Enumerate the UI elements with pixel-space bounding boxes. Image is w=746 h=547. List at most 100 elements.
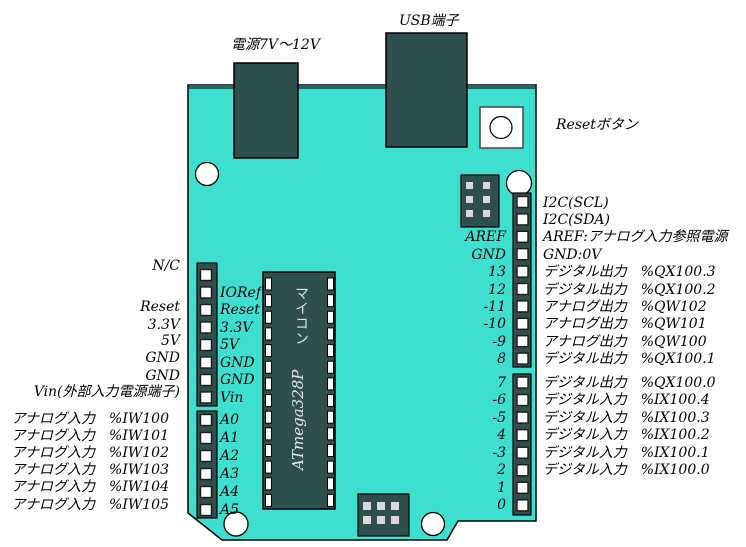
digital-lower-pin-label: -5 [492, 409, 506, 426]
digital-lower-pin-label: -3 [492, 444, 506, 461]
icsp-pad [483, 196, 490, 203]
digital-upper-description: GND:0V [543, 246, 602, 263]
power-pin-label: 5V [220, 337, 240, 353]
analog-header [196, 410, 218, 519]
mounting-hole [194, 161, 220, 187]
power-external-label: Vin(外部入力電源端子) [33, 384, 180, 400]
power-external-label: Reset [140, 298, 180, 315]
pin-square [516, 230, 529, 244]
digital-lower-description: デジタル入力 %IX100.2 [543, 427, 710, 444]
pin-square [516, 195, 529, 209]
analog-pin-label: A1 [220, 430, 240, 446]
chip-pin [327, 310, 334, 324]
chip-pin [265, 327, 272, 341]
digital-lower-header [512, 373, 532, 516]
pin-square [516, 411, 529, 424]
digital-lower-description: デジタル入力 %IX100.3 [543, 409, 710, 426]
pin-square [516, 464, 529, 477]
pin-square [199, 356, 213, 369]
pin-square [516, 335, 529, 348]
pin-square [199, 503, 213, 517]
chip-pin [327, 344, 334, 358]
digital-upper-header [512, 192, 532, 368]
chip-pin [265, 427, 272, 441]
chip-part-number: ATmega328P [289, 369, 307, 470]
digital-upper-description: デジタル出力 %QX100.3 [543, 264, 716, 281]
power-external-label: N/C [152, 257, 180, 274]
chip-pin [327, 477, 334, 491]
digital-upper-pin-label: AREF [465, 229, 506, 246]
mounting-hole [223, 511, 249, 537]
chip-label-vertical: マイコン [293, 286, 309, 346]
power-jack [233, 62, 299, 159]
power-pin-label: Vin [220, 389, 244, 406]
digital-upper-description: アナログ出力 %QW101 [543, 316, 707, 333]
icsp-pad [483, 182, 490, 189]
analog-external-label: アナログ入力 %IW104 [11, 479, 169, 496]
analog-external-label: アナログ入力 %IW103 [11, 462, 169, 479]
digital-upper-pin-label: 8 [497, 351, 506, 368]
analog-external-label: アナログ入力 %IW102 [11, 445, 169, 462]
chip-pin [327, 460, 334, 474]
pin-square [516, 213, 529, 226]
power-external-label: 3.3V [147, 316, 180, 333]
power-pin-label: 3.3V [220, 319, 253, 336]
power-pin-label: GND [220, 372, 255, 388]
icsp-pad [391, 502, 399, 510]
chip-pin [265, 360, 272, 374]
pin-square [516, 300, 529, 313]
pin-square [516, 499, 529, 512]
chip-pin [265, 460, 272, 474]
digital-upper-description: I2C(SDA) [543, 211, 610, 228]
analog-pin-label: A0 [220, 412, 240, 428]
pin-square [516, 446, 529, 459]
digital-lower-pin-label: 4 [497, 427, 506, 444]
digital-lower-description: デジタル入力 %IX100.0 [543, 462, 710, 479]
power-pin-label: IORef [220, 284, 262, 301]
usb-label: USB端子 [399, 13, 459, 29]
analog-pin-label: A5 [220, 502, 240, 518]
digital-lower-description: デジタル入力 %IX100.1 [543, 444, 710, 461]
pin-square [199, 373, 213, 387]
pin-square [516, 317, 529, 330]
pin-square [516, 393, 529, 407]
pin-square [516, 247, 529, 261]
pin-square [199, 467, 213, 481]
pin-square [516, 481, 529, 494]
pin-square [199, 391, 213, 404]
chip-pin [265, 344, 272, 358]
analog-pin-label: A2 [220, 448, 240, 464]
icsp-pad [466, 182, 473, 189]
icsp-pad [391, 516, 399, 524]
icsp-pad [466, 210, 473, 217]
microcontroller-chip [262, 271, 336, 510]
icsp-pad [363, 516, 371, 524]
chip-pin [327, 427, 334, 441]
icsp-pad [483, 210, 490, 217]
mounting-hole [420, 511, 446, 537]
chip-pin [265, 410, 272, 424]
chip-pin [327, 277, 334, 291]
digital-upper-description: デジタル出力 %QX100.1 [543, 351, 716, 368]
icsp-pad [466, 196, 473, 203]
power-external-label: GND [145, 367, 180, 384]
power-external-label: 5V [160, 333, 180, 349]
digital-upper-description: I2C(SCL) [543, 194, 609, 211]
digital-lower-pin-label: -6 [492, 392, 506, 409]
analog-external-label: アナログ入力 %IW100 [11, 411, 169, 427]
digital-upper-pin-label: -9 [492, 333, 506, 350]
reset-button-label: Resetボタン [556, 117, 638, 133]
digital-lower-pin-label: 2 [497, 462, 506, 479]
usb-connector [385, 32, 468, 148]
chip-pin [327, 410, 334, 424]
chip-pin [265, 444, 272, 457]
pin-square [516, 376, 529, 389]
pin-square [199, 431, 213, 445]
pin-square [516, 282, 529, 296]
pin-square [199, 286, 213, 299]
chip-pin [327, 294, 334, 308]
icsp-header-top [460, 174, 500, 228]
power-supply-label: 電源7V〜12V [231, 37, 320, 53]
pin-square [199, 338, 213, 352]
